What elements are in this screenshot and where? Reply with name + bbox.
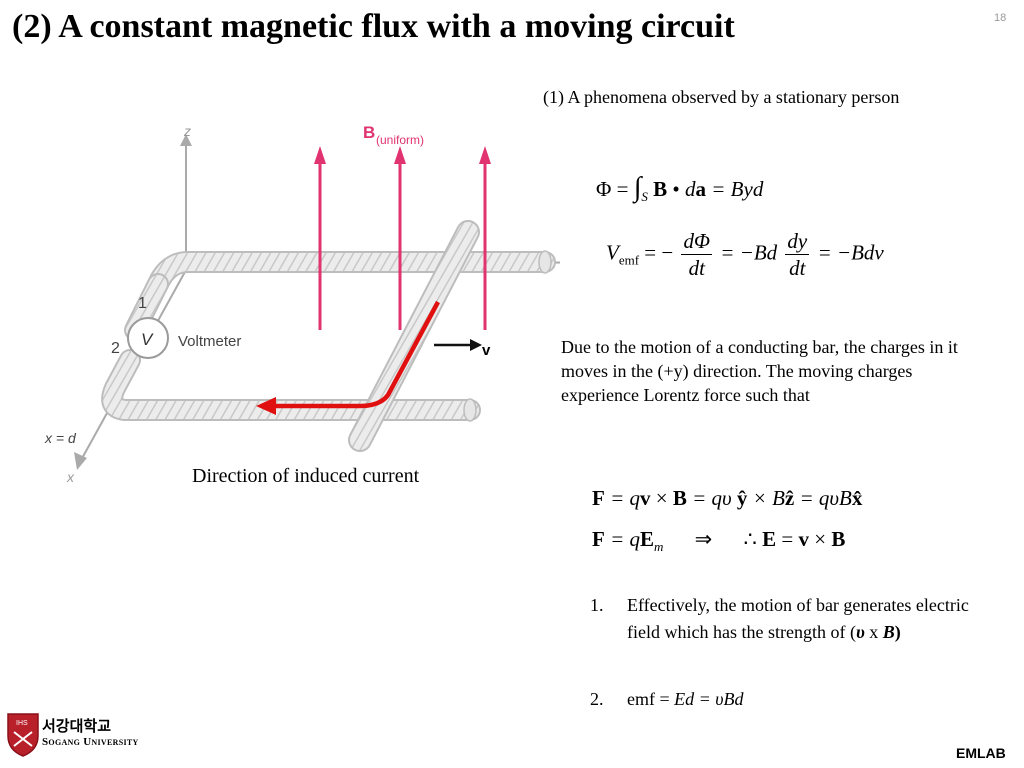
denominator: dt xyxy=(789,256,806,280)
item1-b: B xyxy=(882,622,895,642)
voltmeter-symbol: V xyxy=(141,330,154,349)
item2-formula: Ed = υBd xyxy=(674,689,744,709)
rail-end xyxy=(463,398,477,422)
item1-v: υ xyxy=(855,622,865,642)
eq-part: = xyxy=(776,527,799,551)
numerator: dΦ xyxy=(681,229,712,255)
numerator: dy xyxy=(785,229,810,255)
item1-close: ) xyxy=(894,622,901,642)
observation-note: (1) A phenomena observed by a stationary… xyxy=(543,87,900,107)
therefore-symbol: ∴ xyxy=(743,527,757,551)
cross: × xyxy=(650,486,673,510)
velocity-label: v xyxy=(482,342,491,359)
list-number: 1. xyxy=(590,595,604,615)
b-field-label: B xyxy=(363,123,375,142)
equals-minus: = − xyxy=(644,240,674,265)
terminal-2-label: 2 xyxy=(111,340,120,357)
induced-current-path xyxy=(272,300,440,409)
b-vector: B xyxy=(672,486,687,510)
voltmeter-circle xyxy=(127,317,169,359)
eq-part: = qυB xyxy=(794,486,852,510)
terminal-1-label: 1 xyxy=(138,295,147,312)
b-field-sublabel: (uniform) xyxy=(376,133,424,147)
induced-current-arrowhead xyxy=(256,397,276,415)
d-symbol: d xyxy=(685,177,696,201)
dot-operator: • xyxy=(672,177,680,201)
surface-subscript: S xyxy=(641,189,648,205)
logo-lettering: IHS xyxy=(16,720,28,727)
lorentz-force-equation: F = qv × B = qυ ŷ × Bẑ = qυBx̂ xyxy=(592,486,862,511)
explanation-paragraph: Due to the motion of a conducting bar, t… xyxy=(561,337,958,405)
f-vector: F xyxy=(592,486,605,510)
v-vector: v xyxy=(798,527,810,551)
b-vector: B xyxy=(831,527,846,551)
area-vector: a xyxy=(695,177,707,201)
emf-subscript: emf xyxy=(618,252,640,268)
fraction-dy-dt: dy dt xyxy=(785,228,810,281)
field-arrowhead xyxy=(479,146,491,164)
phi-symbol: Φ xyxy=(596,177,612,201)
page-number: 18 xyxy=(994,12,1007,24)
fraction-dphi-dt: dΦ dt xyxy=(681,228,712,281)
z-axis-label: z xyxy=(183,123,191,139)
y-hat: ŷ xyxy=(736,486,748,510)
z-axis-arrowhead xyxy=(180,134,192,146)
integral-sign: ∫ xyxy=(633,172,642,203)
list-text: Effectively, the motion of bar generates… xyxy=(627,592,987,646)
list-number: 2. xyxy=(590,689,604,709)
item1-x: x xyxy=(864,622,883,642)
equals-sign: = xyxy=(616,177,629,201)
moving-bar-circuit-diagram: V Voltmeter 1 2 B (uniform) v z y x x = … xyxy=(44,123,560,485)
v-vector: v xyxy=(640,486,651,510)
b-vector: B xyxy=(653,177,668,201)
lab-label: EMLAB xyxy=(956,745,1006,761)
emf-equation: Vemf = − dΦ dt = −Bd dy dt = −Bdv xyxy=(606,228,884,281)
eq-part: = qυ xyxy=(686,486,737,510)
z-hat: ẑ xyxy=(784,486,795,510)
rail-end xyxy=(538,250,552,274)
item2-prefix: emf = xyxy=(627,689,675,709)
velocity-arrowhead xyxy=(470,339,482,351)
eq-part: × B xyxy=(747,486,785,510)
voltmeter-label: Voltmeter xyxy=(178,333,241,350)
field-arrowhead xyxy=(314,146,326,164)
x-equals-d-label: x = d xyxy=(44,430,77,446)
denominator: dt xyxy=(688,256,705,280)
e-vector: E xyxy=(640,527,655,551)
cross: × xyxy=(809,527,832,551)
item1-prefix: Effectively, the motion of bar generates… xyxy=(627,595,969,642)
v-symbol: V xyxy=(606,240,619,265)
figure-caption: Direction of induced current xyxy=(192,465,420,487)
flux-equation: Φ = ∫S B • da = Byd xyxy=(596,172,763,205)
equals-minus-bd: = −Bd xyxy=(720,240,778,265)
electric-field-equation: F = qEm ⇒ ∴ E = v × B xyxy=(592,527,845,555)
e-vector: E xyxy=(762,527,777,551)
field-arrowhead xyxy=(394,146,406,164)
university-name-english: Sogang University xyxy=(42,736,139,748)
list-text: emf = Ed = υBd xyxy=(627,686,744,713)
f-vector: F xyxy=(592,527,605,551)
university-logo: IHS xyxy=(7,713,39,757)
eq-part: = q xyxy=(604,527,640,551)
eq-part: = q xyxy=(604,486,640,510)
university-name-korean: 서강대학교 xyxy=(42,717,112,735)
implies-symbol: ⇒ xyxy=(694,527,713,551)
moving-bar-surface xyxy=(350,222,478,450)
m-subscript: m xyxy=(654,539,664,555)
x-hat: x̂ xyxy=(851,486,863,510)
emf-result: = −Bdv xyxy=(817,240,884,265)
x-axis-label: x xyxy=(66,469,75,485)
slide-title: (2) A constant magnetic flux with a movi… xyxy=(12,8,735,45)
x-axis-arrowhead xyxy=(74,452,87,470)
flux-result: = Byd xyxy=(711,177,764,201)
